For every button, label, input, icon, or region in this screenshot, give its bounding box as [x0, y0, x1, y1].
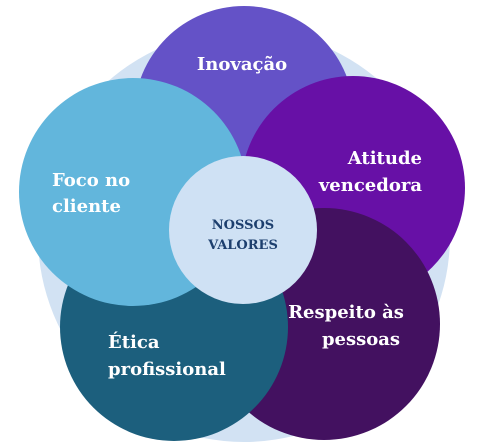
label-atitude-line2: vencedora: [318, 175, 422, 196]
label-foco-line1: Foco no: [52, 170, 130, 191]
label-etica-line2: profissional: [108, 359, 226, 380]
center-label-line1: NOSSOS: [212, 218, 274, 233]
center-circle: [169, 156, 317, 304]
label-foco-line2: cliente: [52, 196, 121, 217]
label-etica-line1: Ética: [108, 330, 160, 353]
label-respeito-line1: Respeito às: [288, 302, 404, 323]
label-respeito-line2: pessoas: [322, 329, 400, 350]
label-inovacao: Inovação: [197, 54, 287, 75]
label-atitude-line1: Atitude: [347, 148, 422, 169]
center-label-line2: VALORES: [207, 238, 278, 253]
